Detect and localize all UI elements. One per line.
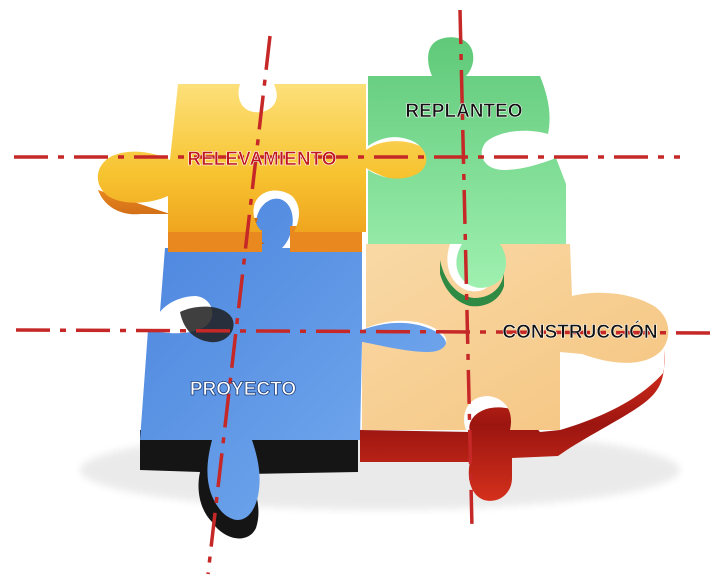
piece-proyecto xyxy=(140,198,447,539)
proyecto-notch-shadow xyxy=(180,306,234,343)
replanteo-face xyxy=(368,37,566,288)
proyecto-face xyxy=(140,198,447,520)
relevamiento-side-3 xyxy=(290,226,362,252)
relevamiento-side-2 xyxy=(168,226,262,252)
replanteo-side xyxy=(440,260,505,307)
construccion-face xyxy=(362,244,669,430)
label-replanteo: REPLANTEO xyxy=(405,101,522,122)
piece-replanteo xyxy=(368,37,566,307)
label-relevamiento: RELEVAMIENTO xyxy=(187,149,336,170)
guide-lines xyxy=(14,9,717,575)
piece-construccion xyxy=(360,244,669,501)
guide-vertical-left xyxy=(206,35,272,575)
guide-vertical-right xyxy=(458,9,474,529)
label-construccion: CONSTRUCCIÓN xyxy=(502,321,657,343)
label-proyecto: PROYECTO xyxy=(190,379,296,400)
